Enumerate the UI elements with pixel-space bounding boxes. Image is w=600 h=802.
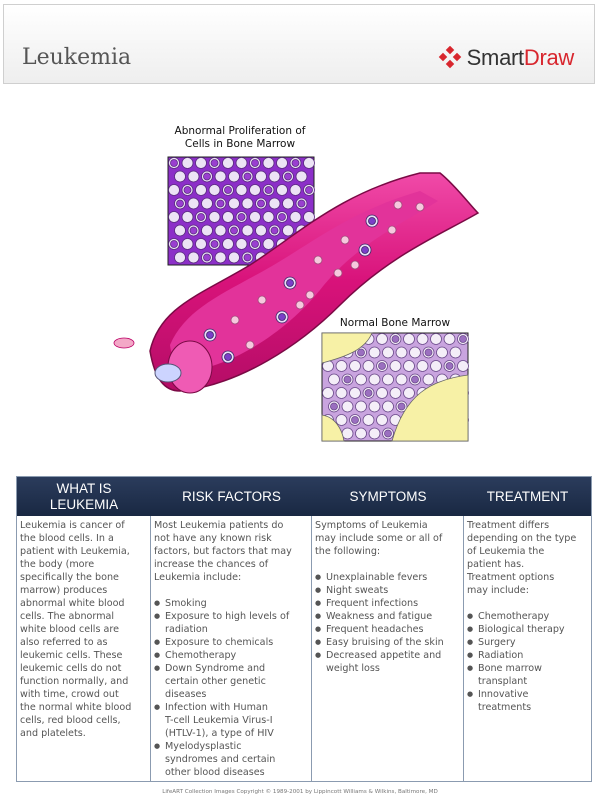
list-item: Frequent infections xyxy=(315,597,460,610)
text-line: abnormal white blood xyxy=(20,598,125,609)
text-line: cells. The abnormal xyxy=(20,611,115,622)
floating-red-cell xyxy=(113,337,135,349)
text-line: specifically the bone xyxy=(20,572,119,583)
list-item: Smoking xyxy=(154,597,308,610)
blood-vessel xyxy=(149,172,480,394)
list-item: Chemotherapy xyxy=(154,649,308,662)
text-line: and platelets. xyxy=(20,728,86,739)
list-item: Surgery xyxy=(467,636,588,649)
text-line: Treatment differs xyxy=(467,520,550,531)
list-item: Chemotherapy xyxy=(467,610,588,623)
list-item: Easy bruising of the skin xyxy=(315,636,460,649)
list-item: Biological therapy xyxy=(467,623,588,636)
text-line: the following: xyxy=(315,546,381,557)
table-body-row: Leukemia is cancer of the blood cells. In… xyxy=(17,516,591,781)
list-item: Weakness and fatigue xyxy=(315,610,460,623)
blood-vessel-illustration xyxy=(113,156,480,442)
text-line: the body (more xyxy=(20,559,95,570)
text-line: white blood cells are xyxy=(20,624,120,635)
text-line: function normally, and xyxy=(20,676,129,687)
normal-marrow-label: Normal Bone Marrow xyxy=(339,317,451,329)
header-treatment: TREATMENT xyxy=(486,488,569,504)
header-risk-factors: RISK FACTORS xyxy=(182,488,281,504)
text-line: cells, red blood cells, xyxy=(20,715,121,726)
text-line: Treatment options xyxy=(467,572,555,583)
copyright-footer: LifeART Collection Images Copyright © 19… xyxy=(162,789,438,795)
text-line: Symptoms of Leukemia xyxy=(315,520,428,531)
risk-factors-cell: Most Leukemia patients do not have any kn… xyxy=(151,516,312,781)
text-line: Leukemia is cancer of xyxy=(20,520,125,531)
text-line: Leukemia include: xyxy=(154,572,242,583)
text-line: factors, but factors that may xyxy=(154,546,292,557)
text-line: increase the chances of xyxy=(154,559,269,570)
floating-white-cell xyxy=(154,363,182,383)
abnormal-marrow-panel xyxy=(167,156,315,266)
list-item: Unexplainable fevers xyxy=(315,571,460,584)
text-line: also referred to as xyxy=(20,637,108,648)
symptoms-cell: Symptoms of Leukemia may include some or … xyxy=(312,516,464,781)
normal-marrow-panel xyxy=(321,332,469,442)
list-item: Radiation xyxy=(467,649,588,662)
text-line: patient with Leukemia, xyxy=(20,546,130,557)
text-line: the blood cells. In a xyxy=(20,533,114,544)
list-item: Exposure to chemicals xyxy=(154,636,308,649)
list-item: Night sweats xyxy=(315,584,460,597)
text-line: with time, crowd out xyxy=(20,689,119,700)
text-line: marrow) produces xyxy=(20,585,108,596)
text-line: depending on the type xyxy=(467,533,577,544)
text-line: leukemic cells. These xyxy=(20,650,123,661)
smartdraw-diamond-icon xyxy=(438,46,461,69)
text-line: of Leukemia the xyxy=(467,546,545,557)
text-line: patient has. xyxy=(467,559,525,570)
brand-logo[interactable]: SmartDraw xyxy=(438,45,574,71)
list-item: Frequent headaches xyxy=(315,623,460,636)
header-bar: Leukemia SmartDraw xyxy=(3,4,595,84)
text-line: may include some or all of xyxy=(315,533,443,544)
text-line: the normal white blood xyxy=(20,702,132,713)
page-title: Leukemia xyxy=(22,45,132,70)
brand-name: SmartDraw xyxy=(466,45,575,70)
treatment-cell: Treatment differs depending on the type of… xyxy=(464,516,591,781)
text-line: not have any known risk xyxy=(154,533,272,544)
text-line: Most Leukemia patients do xyxy=(154,520,284,531)
what-is-leukemia-cell: Leukemia is cancer of the blood cells. In… xyxy=(17,516,151,781)
text-line: leukemic cells do not xyxy=(20,663,122,674)
text-line: may include: xyxy=(467,585,529,596)
header-symptoms: SYMPTOMS xyxy=(349,488,427,504)
